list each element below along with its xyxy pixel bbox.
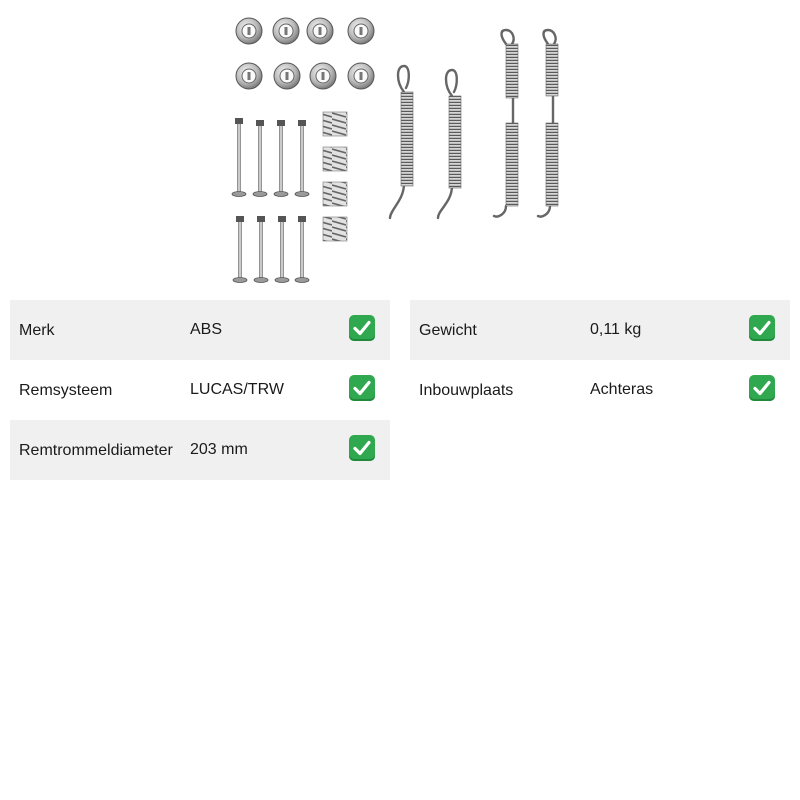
spec-value: LUCAS/TRW: [190, 381, 284, 398]
spec-table-left: Merk ABS Remsysteem LUCAS/TRW Remtrommel…: [10, 300, 390, 480]
spec-value: 0,11 kg: [590, 321, 642, 338]
spec-value: Achteras: [590, 381, 654, 398]
spec-value: 203 mm: [190, 441, 248, 458]
spec-label: Inbouwplaats: [419, 382, 514, 399]
spec-label: Remsysteem: [19, 382, 113, 399]
check-icon: [349, 315, 375, 341]
check-icon: [349, 375, 375, 401]
check-icon: [749, 375, 775, 401]
spec-row-remsysteem: Remsysteem LUCAS/TRW: [10, 360, 390, 420]
spec-label: Remtrommeldiameter: [19, 442, 173, 459]
spec-value: ABS: [190, 321, 223, 338]
spec-label: Merk: [19, 322, 55, 339]
brake-shoe-fitting-kit-icon: [231, 17, 559, 283]
spec-label: Gewicht: [419, 322, 477, 339]
spec-row-gewicht: Gewicht 0,11 kg: [410, 300, 790, 360]
spec-row-remtrommeldiameter: Remtrommeldiameter 203 mm: [10, 420, 390, 480]
spec-row-inbouwplaats: Inbouwplaats Achteras: [410, 360, 790, 420]
spec-table-right: Gewicht 0,11 kg Inbouwplaats Achteras: [410, 300, 790, 420]
spec-row-merk: Merk ABS: [10, 300, 390, 360]
check-icon: [349, 435, 375, 461]
check-icon: [749, 315, 775, 341]
